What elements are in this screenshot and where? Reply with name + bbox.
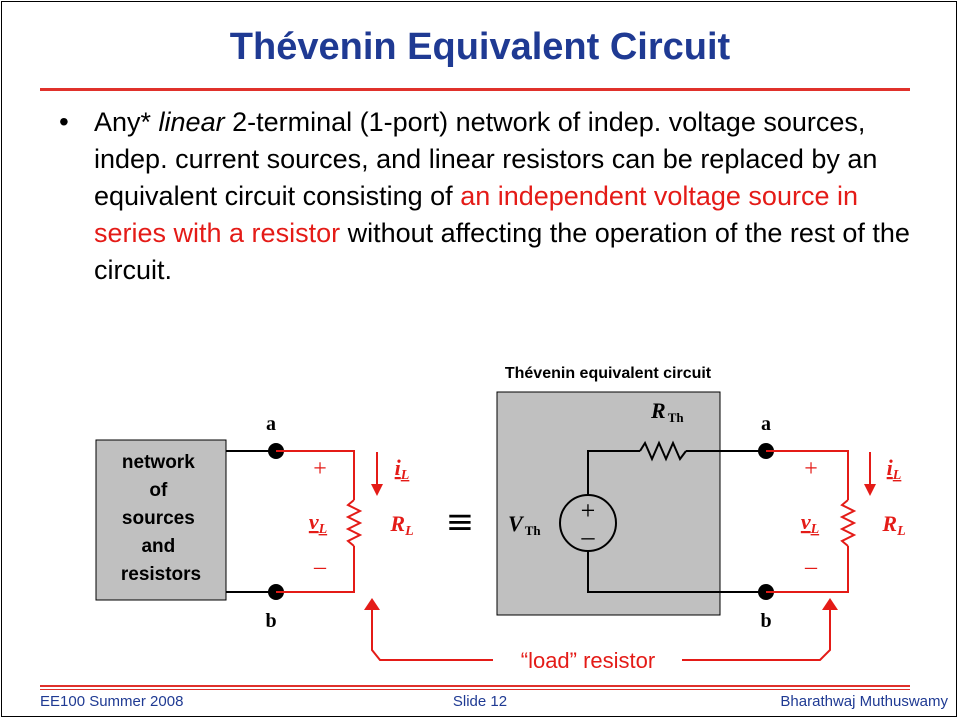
title-underline [40, 88, 910, 91]
right-load-wire [766, 450, 857, 593]
left-r-load: RL [389, 511, 413, 539]
left-label-a: a [266, 413, 276, 435]
left-i-load: iL [395, 455, 410, 483]
left-minus: – [313, 554, 327, 580]
left-plus: + [313, 456, 327, 482]
load-callout-lines [371, 606, 831, 661]
footer-course: EE100 Summer 2008 [40, 693, 184, 710]
source-plus: + [581, 496, 596, 525]
left-v-load: vL [309, 509, 327, 537]
bullet-seg2: without affecting the operation of the r… [94, 218, 910, 285]
network-box [95, 439, 227, 601]
network-line-1: network [122, 452, 195, 473]
voltage-source-icon [559, 494, 617, 552]
thevenin-caption: Thévenin equivalent circuit [505, 365, 712, 382]
right-minus: – [804, 554, 818, 580]
right-callout-arrowhead [822, 598, 838, 610]
bullet-seg1: 2-terminal (1-port) network of indep. vo… [94, 107, 878, 211]
network-line-3: sources [122, 508, 195, 529]
load-resistor-label: “load” resistor [521, 648, 655, 673]
equivalence-symbol: ≡ [446, 502, 475, 542]
right-plus: + [804, 456, 818, 482]
footer-rule-thick [40, 685, 910, 687]
bullet-highlight: an independent voltage source in series … [94, 181, 858, 248]
network-line-5: resistors [121, 564, 201, 585]
bullet-italic: linear [158, 107, 225, 137]
left-label-b: b [265, 610, 276, 632]
slide-title: Thévenin Equivalent Circuit [229, 26, 731, 68]
bullet-marker: • [59, 106, 69, 137]
left-load-wire [276, 450, 363, 593]
right-i-load: iL [887, 455, 902, 483]
source-minus: – [581, 522, 596, 551]
footer-rule-thin [40, 689, 910, 690]
footer-slide-number: Slide 12 [452, 693, 508, 710]
network-label: network of sources and resistors [121, 452, 201, 585]
bullet-prefix: Any* [94, 107, 159, 137]
network-line-4: and [141, 536, 175, 557]
right-r-load: RL [881, 511, 905, 539]
network-line-2: of [149, 480, 168, 501]
left-callout-arrowhead [364, 598, 380, 610]
bullet-text: Any* linear 2-terminal (1-port) network … [94, 104, 914, 289]
right-label-b: b [760, 610, 771, 632]
right-label-a: a [761, 413, 771, 435]
right-v-load: vL [801, 509, 819, 537]
thevenin-wires [587, 440, 766, 593]
footer-author: Bharathwaj Muthuswamy [780, 693, 948, 710]
